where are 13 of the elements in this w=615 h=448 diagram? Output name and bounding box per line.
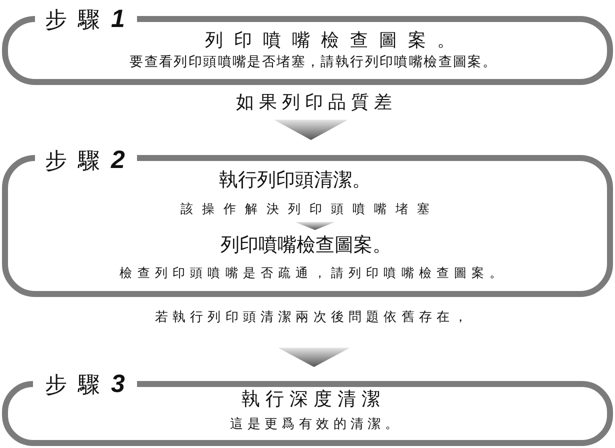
action-description: 該操作解決列印頭噴嘴堵塞 — [180, 200, 438, 216]
condition-text: 若執行列印頭清潔兩次後問題依舊存在， — [154, 310, 472, 326]
arrow — [278, 348, 350, 367]
action-description: 檢查列印頭噴嘴是否疏通，請列印噴嘴檢查圖案。 — [120, 264, 507, 280]
action-title: 列印噴嘴檢查圖案。 — [220, 234, 392, 256]
step-description: 要查看列印頭噴嘴是否堵塞，請執行列印噴嘴檢查圖案。 — [130, 54, 498, 70]
arrow — [295, 222, 335, 230]
action-title: 執行列印頭清潔。 — [219, 168, 371, 192]
arrow — [274, 120, 348, 140]
condition-text: 如果列印品質差 — [236, 92, 397, 114]
step-title: 列印噴嘴檢查圖案。 — [205, 30, 466, 52]
step-title: 執行深度清潔 — [242, 388, 386, 412]
step-description: 這是更爲有效的清潔。 — [230, 417, 402, 433]
